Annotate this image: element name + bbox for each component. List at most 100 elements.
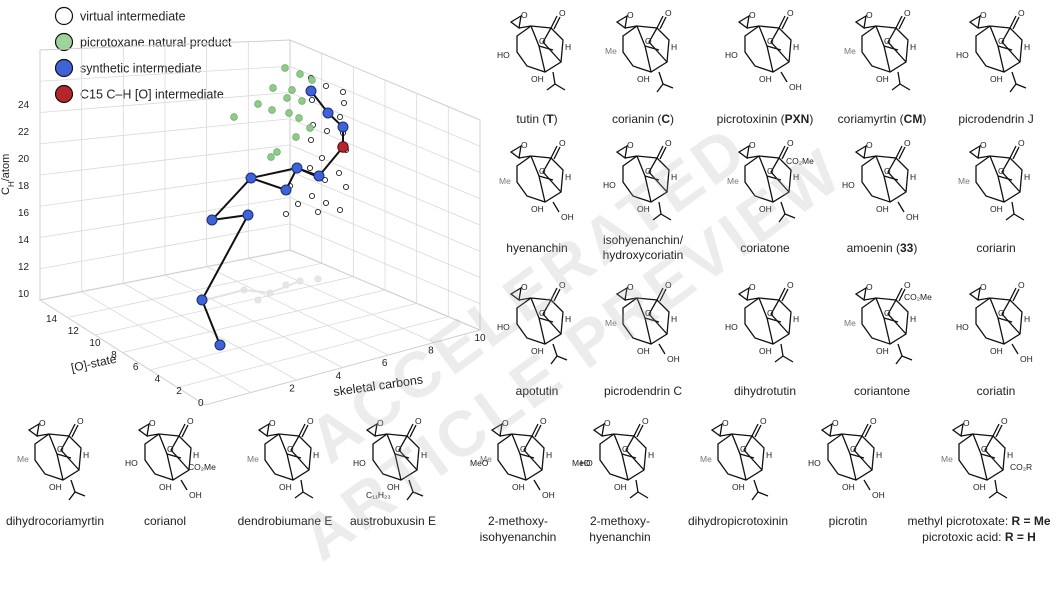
atom-label: OH <box>542 490 555 500</box>
bond <box>658 343 666 355</box>
bond <box>895 355 903 365</box>
carbonyl-bond <box>534 424 542 438</box>
carbonyl-bond <box>656 287 664 301</box>
bond <box>719 433 733 437</box>
bond <box>180 479 188 491</box>
natural-product-point <box>230 113 238 121</box>
carbonyl-bond <box>1012 16 1020 30</box>
carbonyl-bond <box>864 424 872 438</box>
atom-label: OH <box>789 82 802 92</box>
virtual-intermediate-point <box>308 96 316 104</box>
atom-label: O <box>850 444 857 454</box>
carbonyl-bond <box>178 423 186 437</box>
isopropenyl-bond <box>658 201 672 221</box>
atom-label: O <box>904 138 911 148</box>
bridge-bond <box>1001 299 1021 335</box>
virtual-intermediate-point <box>339 88 347 96</box>
atom-label: HO <box>725 322 738 332</box>
bridge-bond <box>538 45 554 51</box>
atom-label: OH <box>990 204 1003 214</box>
epoxide-bond <box>615 144 628 160</box>
atom-label: OH <box>189 490 202 500</box>
epoxide-bond <box>854 144 867 160</box>
atom-label: O <box>645 36 652 46</box>
compound-name: isohyenanchin/ <box>603 233 684 247</box>
epoxide-bond <box>257 422 270 438</box>
carbonyl-bond <box>781 288 789 302</box>
bridge-bond <box>731 433 747 481</box>
atom-label: CO₂R <box>1010 462 1032 472</box>
bond <box>988 491 998 499</box>
bond <box>829 433 843 437</box>
carbonyl-bond <box>898 16 906 30</box>
virtual-intermediate-point <box>314 208 322 216</box>
bridge-bond <box>980 453 996 459</box>
compound-name: hyenanchin <box>506 241 567 255</box>
compound-name: austrobuxusin E <box>350 514 436 528</box>
atom-label: O <box>627 10 634 20</box>
y-tick-label: 22 <box>18 127 30 138</box>
bridge-bond <box>542 157 562 193</box>
bond <box>863 25 877 29</box>
shadow-path <box>204 280 301 301</box>
bridge-bond <box>542 27 562 63</box>
compound-name: coriantone <box>854 384 910 398</box>
bridge-bond <box>887 299 907 335</box>
epoxide-bond <box>27 422 40 438</box>
bridge-bond <box>48 433 64 481</box>
bridge-bond <box>538 175 554 181</box>
x-tick-label: 8 <box>428 346 434 357</box>
bond <box>1005 213 1015 221</box>
atom-label: OH <box>872 490 885 500</box>
atom-label: H <box>910 314 916 324</box>
bridge-bond <box>853 435 873 471</box>
atom-label: OH <box>637 346 650 356</box>
bond <box>751 491 759 501</box>
carbonyl-bond <box>531 423 539 437</box>
atom-label: OH <box>906 212 919 222</box>
atom-label: H <box>671 42 677 52</box>
carbonyl-bond <box>778 145 786 159</box>
atom-label: HO <box>842 180 855 190</box>
atom-label: Me <box>480 454 492 464</box>
carbonyl-bond <box>1009 287 1017 301</box>
epoxide-bond <box>951 422 964 438</box>
atom-label: O <box>395 444 402 454</box>
carbonyl-bond <box>861 423 869 437</box>
atom-label: H <box>421 450 427 460</box>
atom-label: HO <box>497 50 510 60</box>
bond <box>863 155 877 159</box>
epoxide-bond <box>968 14 981 30</box>
atom-label: O <box>269 418 276 428</box>
bridge-bond <box>758 155 774 203</box>
atom-label: HO <box>725 50 738 60</box>
atom-label: MeO <box>572 458 591 468</box>
natural-product-point <box>288 86 296 94</box>
atom-label: H <box>671 172 677 182</box>
carbonyl-bond <box>895 287 903 301</box>
atom-label: O <box>187 416 194 426</box>
epoxide-bond <box>737 286 750 302</box>
atom-label: HO <box>956 322 969 332</box>
carbonyl-bond <box>550 145 558 159</box>
bridge-bond <box>636 25 652 73</box>
epoxide-bond <box>710 422 723 438</box>
atom-label: H <box>766 450 772 460</box>
carbonyl-bond <box>656 145 664 159</box>
carbonyl-bond <box>656 15 664 29</box>
shadow-point <box>254 296 262 304</box>
atom-label: O <box>1018 280 1025 290</box>
carbonyl-bond <box>898 146 906 160</box>
atom-label: O <box>627 140 634 150</box>
isopropenyl-bond <box>635 479 649 499</box>
virtual-intermediate-point <box>342 183 350 191</box>
compound-name: corianin (C) <box>612 112 674 126</box>
bridge-bond <box>644 175 660 181</box>
bridge-bond <box>758 25 774 73</box>
bridge-bond <box>621 453 637 459</box>
atom-label: H <box>565 42 571 52</box>
natural-product-point <box>306 124 314 132</box>
bond <box>624 25 638 29</box>
atom-label: H <box>671 314 677 324</box>
atom-label: H <box>313 450 319 460</box>
